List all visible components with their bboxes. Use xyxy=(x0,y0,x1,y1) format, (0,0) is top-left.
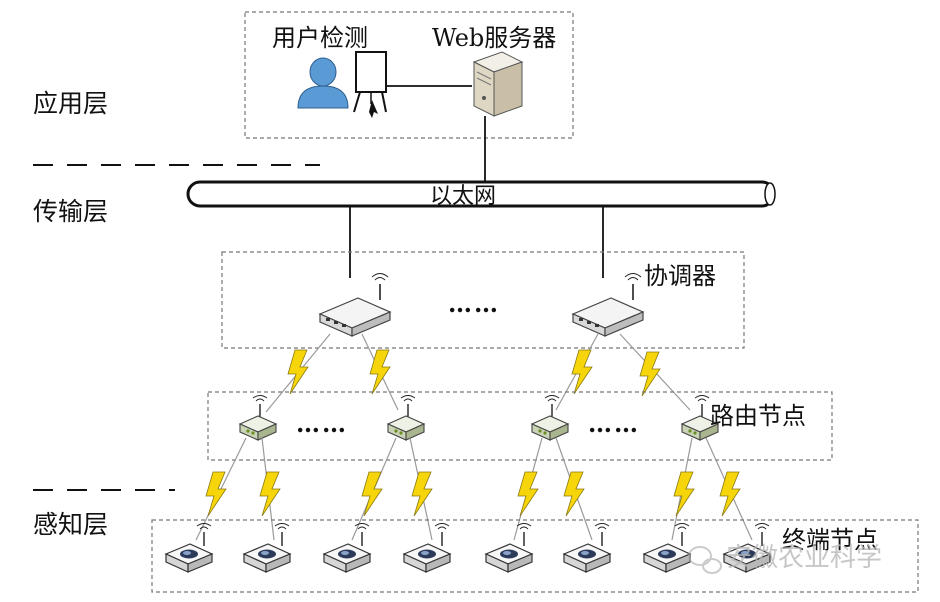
router-node-box xyxy=(207,391,833,461)
wireless-link-icon-5 xyxy=(205,471,227,517)
perception-layer-label: 感知层 xyxy=(33,510,108,539)
coordinator-ellipsis: …… xyxy=(448,289,500,318)
router-node-1 xyxy=(239,394,277,441)
end-node-2 xyxy=(243,522,291,573)
user-icon xyxy=(297,57,349,109)
end-node-5 xyxy=(485,522,533,573)
application-layer-label: 应用层 xyxy=(33,89,108,118)
transport-layer-label: 传输层 xyxy=(33,197,108,226)
wechat-logo-icon xyxy=(688,546,722,574)
wireless-link-icon-12 xyxy=(719,471,741,517)
watermark-text: 安徽农业科学 xyxy=(726,543,882,573)
wireless-link-icon-1 xyxy=(287,349,309,395)
presentation-board-icon xyxy=(353,51,387,118)
router-node-label: 路由节点 xyxy=(710,402,806,430)
coordinator-label: 协调器 xyxy=(644,262,716,290)
wireless-link-icon-11 xyxy=(673,471,695,517)
wireless-link-icon-9 xyxy=(517,471,539,517)
ethernet-bus xyxy=(186,180,776,208)
end-node-3 xyxy=(323,522,371,573)
ethernet-label: 以太网 xyxy=(430,184,496,209)
web-server-label: Web服务器 xyxy=(432,24,556,52)
wireless-link-icon-3 xyxy=(571,349,593,395)
router-ellipsis-left: …… xyxy=(296,409,348,438)
router-node-3 xyxy=(531,394,569,441)
user-monitor-label: 用户检测 xyxy=(272,24,368,52)
application-box xyxy=(244,11,574,139)
coordinator-device-left xyxy=(319,272,391,337)
end-node-6 xyxy=(563,522,611,573)
router-node-2 xyxy=(387,394,425,441)
wireless-link-icon-8 xyxy=(411,471,433,517)
end-node-box xyxy=(151,519,919,593)
coordinator-box xyxy=(221,251,745,349)
server-icon xyxy=(472,51,524,117)
end-node-4 xyxy=(403,522,451,573)
end-node-label: 终端节点 xyxy=(782,526,878,554)
router-ellipsis-right: …… xyxy=(588,409,640,438)
end-node-1 xyxy=(165,522,213,573)
coordinator-router-links xyxy=(265,333,691,413)
coordinator-device-right xyxy=(572,272,644,337)
end-node-7 xyxy=(643,522,691,573)
